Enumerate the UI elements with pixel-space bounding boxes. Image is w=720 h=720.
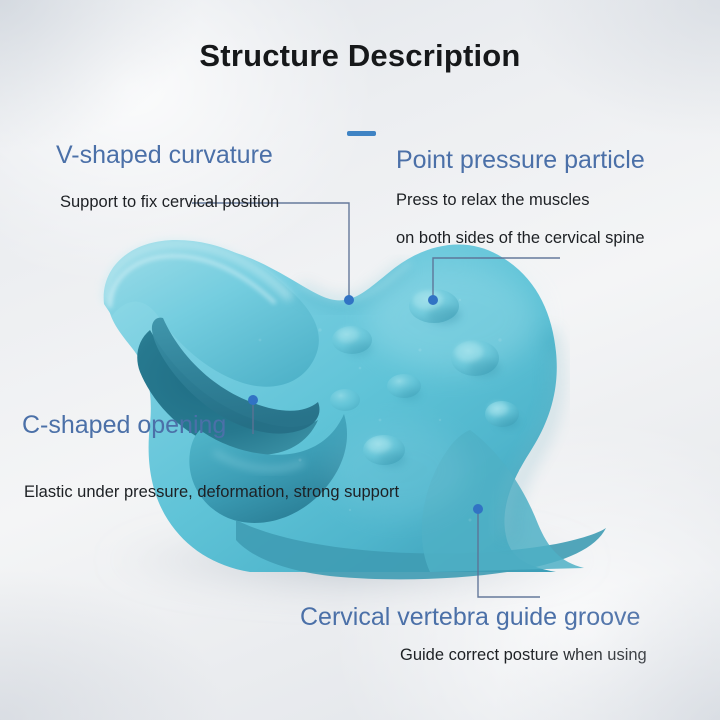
callout-description-line: Guide correct posture when using (400, 645, 647, 664)
callout-cervical-vertebra-guide-groove: Cervical vertebra guide groove Guide cor… (300, 603, 647, 668)
page-title: Structure Description (199, 38, 521, 73)
callout-c-shaped-opening: C-shaped opening Elastic under pressure,… (22, 411, 400, 505)
callout-description-line: on both sides of the cervical spine (396, 229, 645, 248)
callout-point-pressure-particle: Point pressure particle Press to relax t… (396, 146, 645, 252)
callout-heading: Point pressure particle (396, 146, 645, 174)
callout-description-line: Press to relax the muscles (396, 190, 590, 209)
callout-description-line: Elastic under pressure, deformation, str… (24, 482, 400, 501)
callout-heading: V-shaped curvature (56, 141, 273, 169)
callout-description-line: Support to fix cervical position (60, 192, 280, 211)
callout-heading: Cervical vertebra guide groove (300, 603, 641, 631)
accent-dash (347, 131, 376, 136)
callout-heading: C-shaped opening (22, 411, 227, 439)
callout-v-shaped-curvature: V-shaped curvature Support to fix cervic… (56, 141, 280, 215)
